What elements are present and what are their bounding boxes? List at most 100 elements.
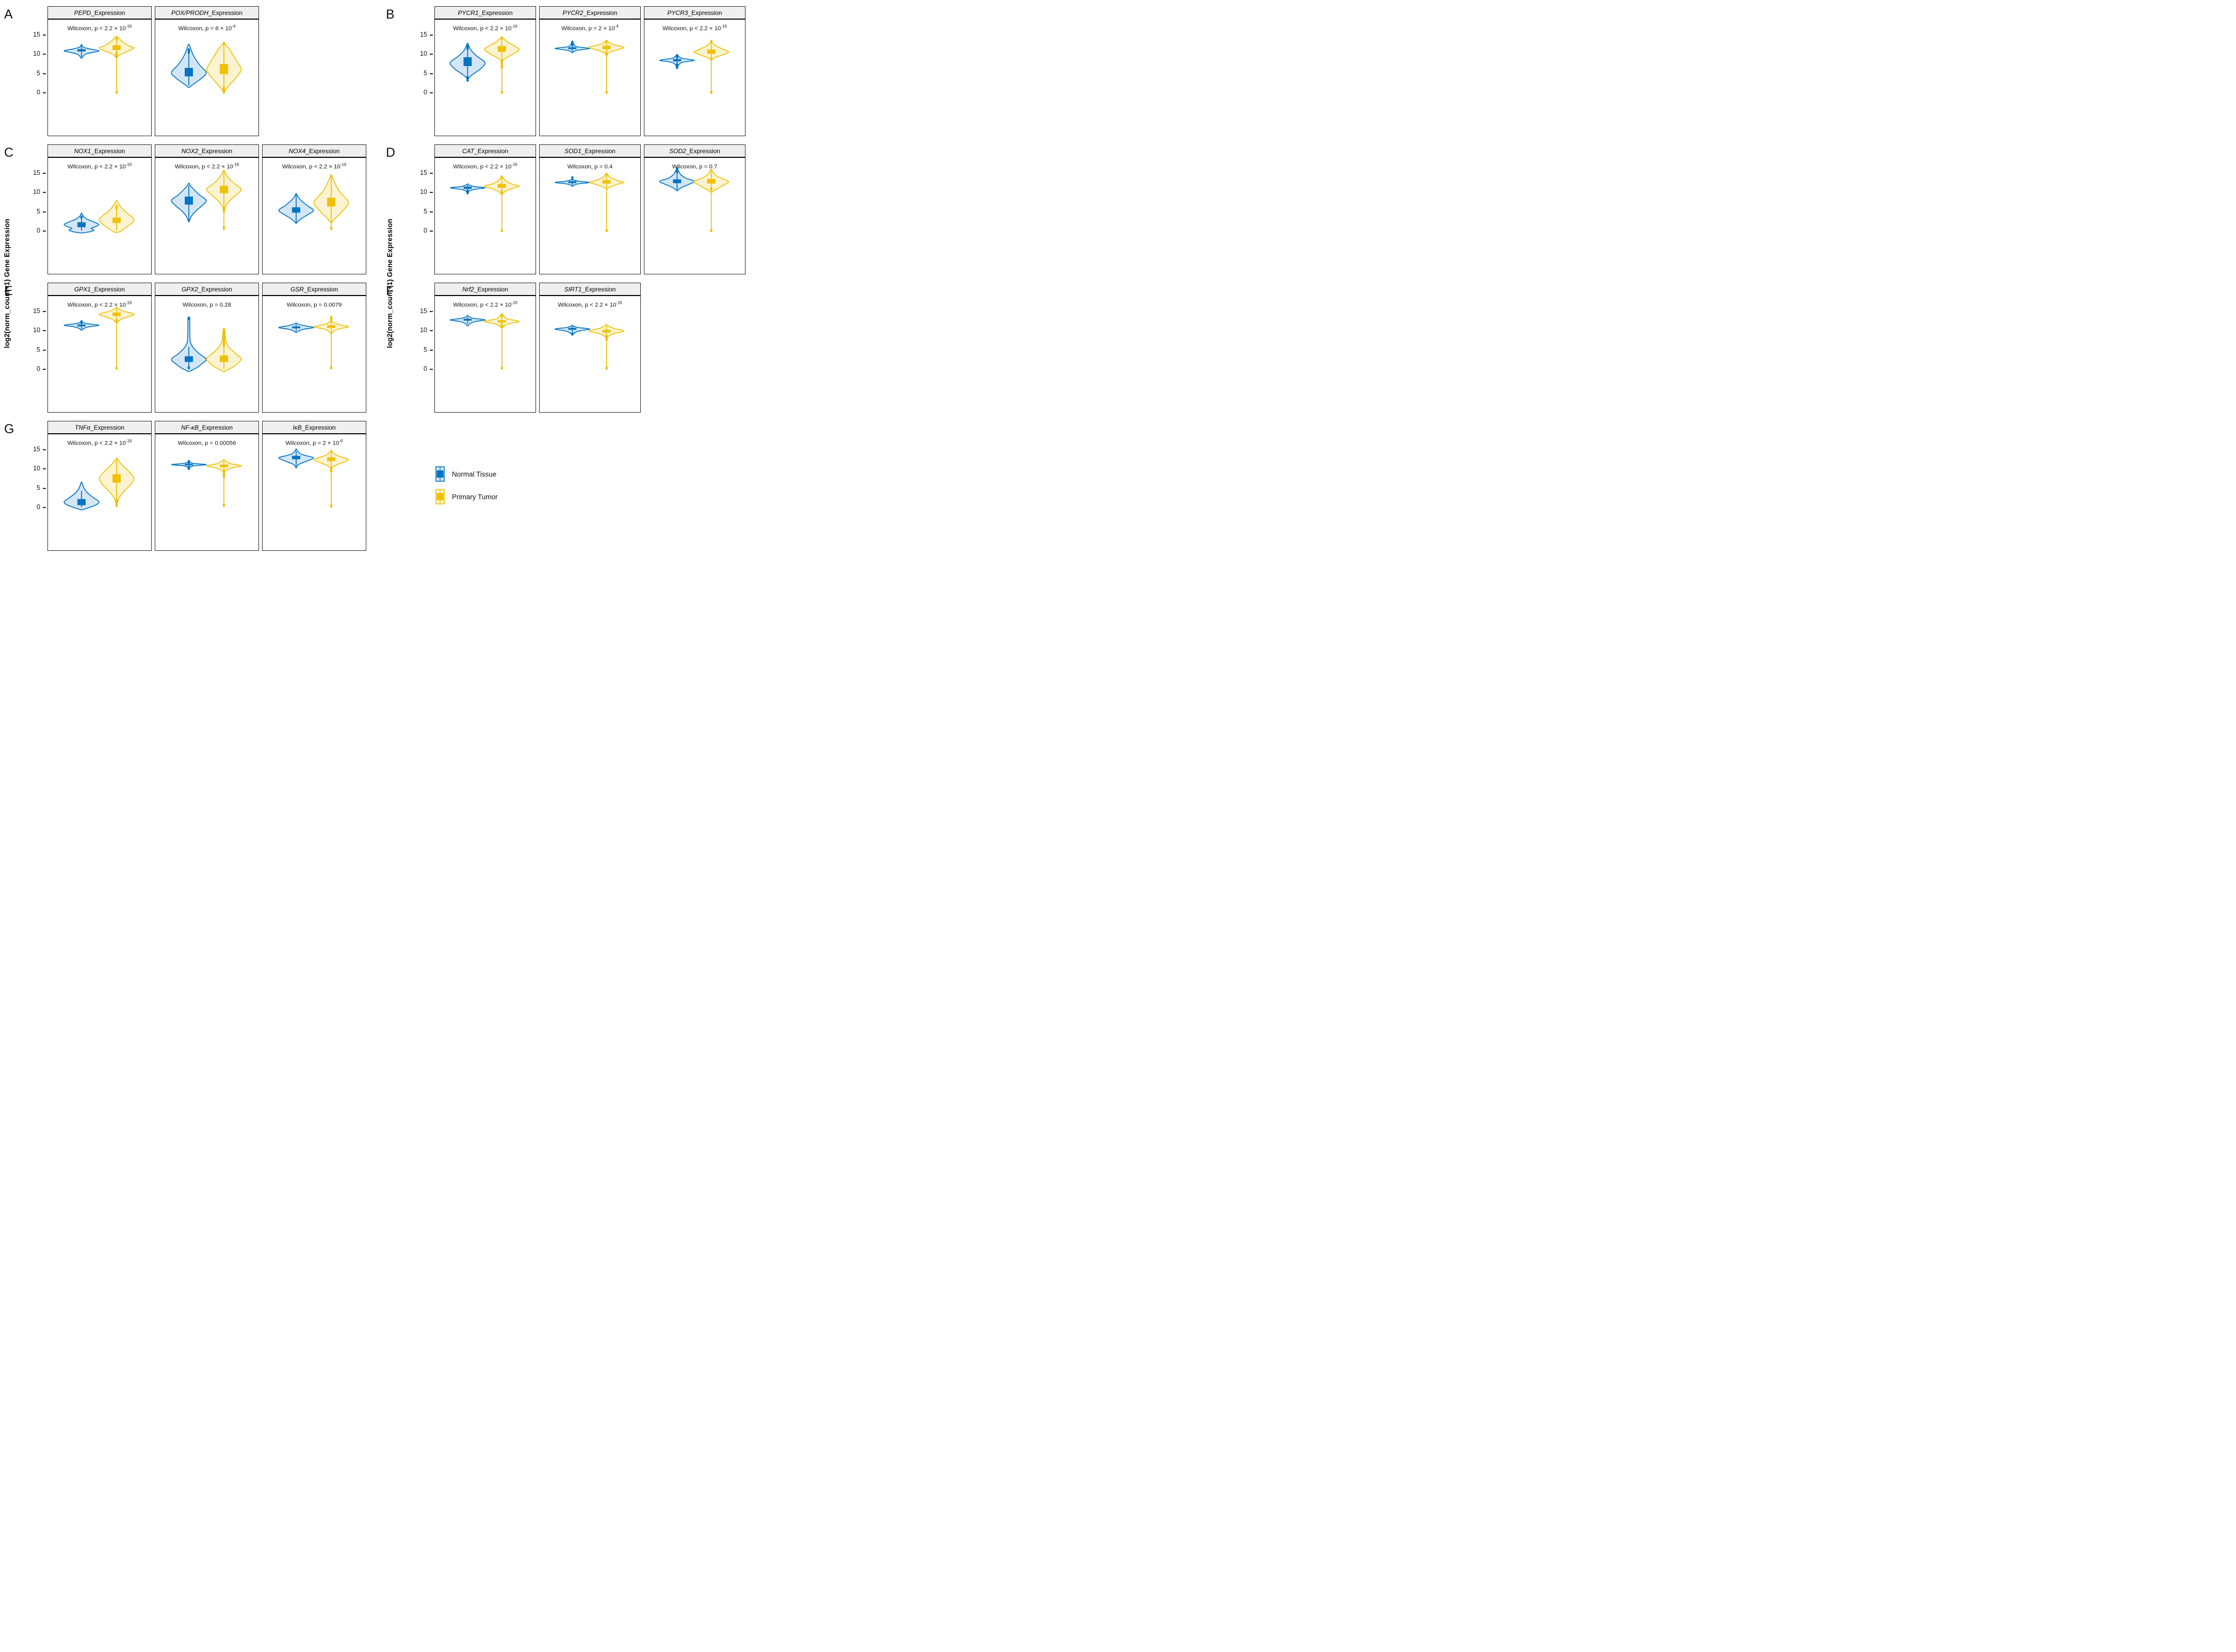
- y-tick-label: 5: [37, 207, 40, 215]
- outlier-dot: [710, 187, 712, 191]
- panel-letter-B: B: [386, 7, 395, 22]
- gene-name: POX/PRODH: [171, 9, 208, 17]
- outlier-dot: [330, 226, 333, 231]
- facet-plot-CAT: Wilcoxon, p < 2.2 × 10-16: [434, 158, 536, 274]
- y-tick-mark: [43, 211, 46, 212]
- strip-suffix: _Expression: [688, 9, 722, 17]
- outlier-dot: [571, 176, 574, 180]
- outlier-dot: [571, 43, 574, 46]
- box-iqr: [673, 59, 682, 62]
- y-tick-mark: [43, 369, 46, 370]
- box-iqr: [602, 180, 611, 184]
- strip-suffix: _Expression: [686, 147, 720, 155]
- y-tick-label: 15: [33, 30, 40, 38]
- box-iqr: [707, 178, 716, 184]
- outlier-dot: [710, 90, 712, 94]
- outlier-dot: [222, 503, 225, 507]
- y-tick-label: 5: [424, 207, 427, 215]
- box-iqr: [77, 222, 86, 227]
- facet-plot-PEPD: Wilcoxon, p < 2.2 × 10-16: [47, 20, 152, 136]
- outlier-dot: [710, 40, 712, 43]
- outlier-dot: [80, 321, 83, 324]
- panel-letter-D: D: [386, 145, 396, 160]
- y-tick-label: 0: [37, 227, 40, 234]
- legend-label: Primary Tumor: [452, 493, 498, 501]
- outlier-dot: [80, 215, 83, 219]
- facet-plot-SOD2: Wilcoxon, p = 0.7: [644, 158, 746, 274]
- gene-name: SOD2: [669, 147, 686, 155]
- y-tick-label: 15: [33, 169, 40, 176]
- y-tick-mark: [43, 468, 46, 469]
- facet-strip-NOX2: NOX2_Expression: [155, 144, 259, 158]
- outlier-dot: [222, 226, 225, 230]
- strip-suffix: _Expression: [90, 423, 125, 431]
- box-iqr: [568, 47, 577, 50]
- y-tick-label: 5: [37, 484, 40, 492]
- strip-suffix: _Expression: [301, 423, 336, 431]
- outlier-dot: [466, 46, 469, 51]
- pvalue-text: Wilcoxon, p < 2.2 × 10-16: [558, 300, 622, 308]
- y-tick-label: 10: [33, 326, 40, 334]
- y-tick-mark: [430, 310, 433, 312]
- panel-letter-C: C: [4, 145, 14, 160]
- outlier-dot: [330, 318, 333, 322]
- facet-strip-SIRT1: SIRT1_Expression: [539, 283, 641, 296]
- gene-name: Nrf2: [462, 285, 474, 293]
- box-iqr: [220, 355, 228, 362]
- y-tick-mark: [430, 369, 433, 370]
- facet-strip-SOD1: SOD1_Expression: [539, 144, 641, 158]
- outlier-dot: [676, 66, 678, 70]
- y-tick-label: 0: [424, 227, 427, 234]
- pvalue-text: Wilcoxon, p = 0.28: [183, 302, 231, 308]
- y-tick-label: 5: [424, 346, 427, 353]
- outlier-dot: [500, 90, 503, 94]
- facet-plot-TNFα: Wilcoxon, p < 2.2 × 10-16: [47, 434, 152, 551]
- gene-name: TNFα: [74, 423, 91, 431]
- outlier-dot: [500, 191, 503, 195]
- box-iqr: [568, 328, 577, 330]
- box-iqr: [497, 46, 506, 52]
- pvalue-text: Wilcoxon, p < 2.2 × 10-16: [282, 162, 347, 170]
- gene-name: GPX2: [181, 285, 198, 293]
- pvalue-text: Wilcoxon, p < 2.2 × 10-16: [68, 24, 132, 31]
- y-tick-mark: [43, 54, 46, 55]
- outlier-dot: [330, 366, 333, 370]
- outlier-dot: [605, 40, 608, 43]
- strip-suffix: _Expression: [198, 423, 233, 431]
- box-iqr: [220, 64, 228, 74]
- box-iqr: [185, 197, 193, 205]
- facet-plot-SOD1: Wilcoxon, p = 0.4: [539, 158, 641, 274]
- outlier-dot: [676, 170, 678, 174]
- facet-strip-NOX1: NOX1_Expression: [47, 144, 152, 158]
- y-tick-label: 15: [33, 445, 40, 453]
- box-iqr: [112, 217, 121, 223]
- facet-strip-PYCR3: PYCR3_Expression: [644, 6, 746, 20]
- y-tick-mark: [43, 231, 46, 232]
- outlier-dot: [222, 206, 225, 210]
- box-iqr: [292, 455, 300, 460]
- facet-plot-NOX4: Wilcoxon, p < 2.2 × 10-16: [262, 158, 366, 274]
- strip-suffix: _Expression: [198, 285, 233, 293]
- y-tick-label: 0: [37, 89, 40, 96]
- box-iqr: [77, 324, 86, 326]
- legend-item-normal: Normal Tissue: [435, 466, 498, 482]
- facet-strip-PYCR2: PYCR2_Expression: [539, 6, 641, 20]
- y-tick-mark: [43, 487, 46, 489]
- box-iqr: [112, 474, 121, 483]
- box-iqr: [497, 184, 506, 188]
- strip-suffix: _Expression: [478, 9, 513, 17]
- y-tick-mark: [430, 54, 433, 55]
